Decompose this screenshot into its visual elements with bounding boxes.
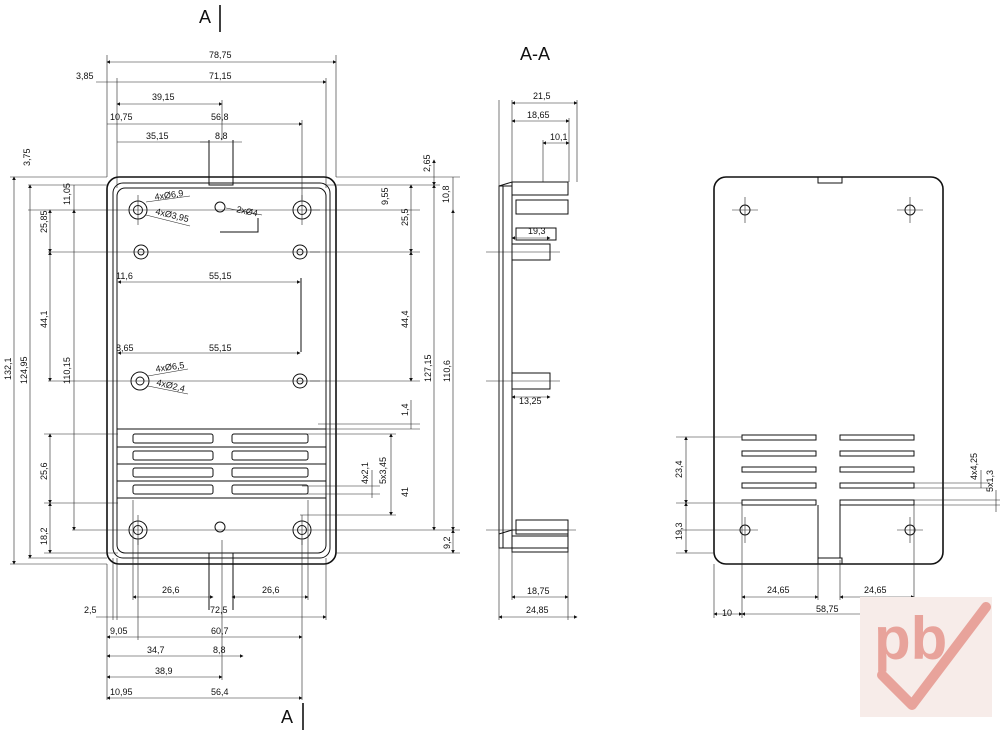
dim-text: 26,6 (262, 585, 280, 595)
section-dim-lines (498, 100, 578, 620)
svg-text:A: A (199, 7, 211, 27)
dim-text: 9,55 (380, 187, 390, 205)
dim-text: 25,6 (39, 462, 49, 480)
dim-text: 5x1,3 (985, 470, 995, 492)
dim-text: 25,85 (39, 210, 49, 233)
dim-text: 78,75 (209, 50, 232, 60)
dim-text: 56,8 (211, 112, 229, 122)
dim-text: 3,85 (76, 71, 94, 81)
dim-text: 39,15 (152, 92, 175, 102)
dim-text: 9,2 (442, 536, 452, 549)
dim-text: 38,9 (155, 666, 173, 676)
dim-text: 24,65 (767, 585, 790, 595)
front-left-dim-lines (10, 176, 118, 565)
dim-text: 19,3 (528, 226, 546, 236)
dim-text: 132,1 (3, 357, 13, 380)
dim-text: 10,95 (110, 687, 133, 697)
dim-text: 24,65 (864, 585, 887, 595)
section-title: A-A (520, 44, 550, 64)
svg-text:A: A (281, 707, 293, 727)
dim-text: 10,1 (550, 132, 568, 142)
hole-note: 2xØ4 (236, 204, 259, 218)
dim-text: 110,15 (62, 357, 72, 384)
dim-text: 72,5 (210, 605, 228, 615)
dim-text: 8,8 (215, 131, 228, 141)
front-bottom-dim-lines (96, 500, 327, 700)
section-view: 21,5 18,65 10,1 19,3 13,25 18,75 24,85 (486, 91, 578, 620)
back-dim-lines (676, 436, 1000, 618)
dim-text: 19,3 (674, 522, 684, 540)
back-view: 23,4 19,3 4x4,25 5x1,3 24,65 24,65 10 58… (674, 176, 1000, 618)
hole-note: 4xØ6,5 (155, 360, 185, 374)
dim-text: 34,7 (147, 645, 165, 655)
dim-text: 35,15 (146, 131, 169, 141)
dim-text: 110,6 (442, 360, 452, 382)
dim-text: 127,15 (423, 354, 433, 382)
dim-text: 25,5 (400, 208, 410, 226)
brand-logo: pb (860, 597, 992, 717)
dim-text: 10,8 (441, 185, 451, 203)
dim-text: 11,05 (62, 183, 72, 205)
dim-text: 60,7 (211, 626, 229, 636)
dim-text: 18,65 (527, 110, 550, 120)
section-marker-bottom: A (281, 703, 304, 730)
dim-text: 58,75 (816, 604, 839, 614)
dim-text: 24,85 (526, 605, 549, 615)
dim-text: 10,75 (110, 112, 133, 122)
dim-text: 44,4 (400, 310, 410, 328)
dim-text: 3,75 (22, 148, 32, 166)
dim-text: 41 (400, 487, 410, 497)
dim-text: 1,4 (400, 403, 410, 416)
dim-text: 21,5 (533, 91, 551, 101)
dim-text: 8,8 (213, 645, 226, 655)
section-marker-top: A (199, 5, 221, 32)
dim-text: 26,6 (162, 585, 180, 595)
front-vents (117, 428, 326, 499)
dim-text: 10 (722, 608, 732, 618)
dim-text: 124,95 (19, 356, 29, 384)
dim-text: 11,6 (116, 271, 133, 281)
dim-text: 2,65 (422, 154, 432, 172)
dim-text: 4x2,1 (360, 462, 370, 484)
dim-text: 5x3,45 (378, 457, 388, 484)
front-right-dim-lines (300, 159, 460, 554)
svg-text:pb: pb (874, 605, 947, 672)
dim-text: 55,15 (209, 271, 232, 281)
dim-text: 2,5 (84, 605, 97, 615)
dim-text: 18,75 (527, 586, 550, 596)
dim-text: 55,15 (209, 343, 232, 353)
dim-text: 71,15 (209, 71, 232, 81)
dim-text: 23,4 (674, 460, 684, 478)
dim-text: 8,65 (116, 343, 134, 353)
dim-text: 9,05 (110, 626, 128, 636)
back-vents (741, 434, 915, 506)
dim-text: 18,2 (39, 527, 49, 545)
dim-text: 4x4,25 (969, 453, 979, 480)
hole-note: 4xØ2,4 (156, 377, 187, 394)
hole-notes (145, 195, 263, 395)
dim-text: 56,4 (211, 687, 229, 697)
hole-note: 4xØ6,9 (154, 188, 184, 202)
dim-text: 44,1 (39, 310, 49, 328)
front-view: 78,75 3,85 71,15 39,15 10,75 56,8 35,15 … (3, 50, 460, 700)
front-top-dim-lines (96, 55, 337, 200)
dim-text: 13,25 (519, 396, 542, 406)
